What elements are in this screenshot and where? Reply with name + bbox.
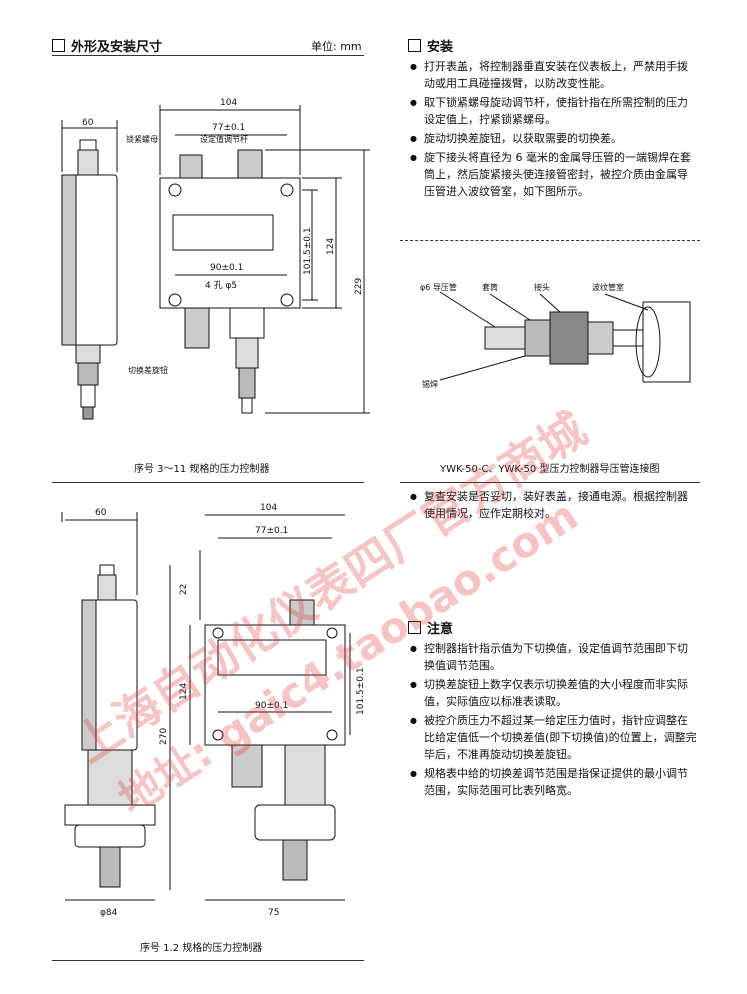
install-section-title: 安装	[408, 36, 453, 55]
caption-top: 序号 3～11 规格的压力控制器	[134, 464, 270, 475]
knob-label: 切换差旋钮	[128, 365, 168, 375]
divider	[400, 240, 700, 241]
top-drawing: 60 104 77±0.1 90±0.1 4 孔 φ5 101.5±0.1 12…	[61, 98, 370, 420]
notes-title: 注意	[427, 622, 454, 637]
dim-75: 75	[268, 908, 279, 918]
note-item: 规格表中给的切换差调节范围是指保证提供的最小调节范围，实际范围可比表列略宽。	[408, 765, 698, 799]
dim-1015: 101.5±0.1	[303, 227, 313, 275]
divider	[52, 960, 364, 961]
dim-90: 90±0.1	[210, 263, 243, 273]
dim-104-b: 104	[260, 503, 277, 513]
dim-84: φ84	[100, 908, 118, 918]
install-item: 取下锁紧螺母旋动调节杆，使指针指在所需控制的压力设定值上，拧紧锁紧螺母。	[408, 94, 698, 128]
dim-77: 77±0.1	[212, 123, 245, 133]
install-title: 安装	[427, 40, 454, 55]
weld-label: 锡焊	[422, 379, 438, 389]
notes-list: 控制器指针指示值为下切换值，设定值调节范围即下切换值调节范围。 切换差旋钮上数字…	[408, 640, 698, 801]
outline-title: 外形及安装尺寸	[71, 40, 163, 55]
install-item: 旋动切换差旋钮，以获取需要的切换差。	[408, 130, 698, 147]
outline-section-title: 外形及安装尺寸	[52, 36, 162, 55]
dim-1015-b: 101.5±0.1	[356, 667, 366, 715]
note-item: 被控介质压力不超过某一给定压力值时，指针应调整在比给定值低一个切换差值(即下切换…	[408, 712, 698, 763]
dim-124: 124	[326, 238, 336, 255]
dim-124-b: 124	[179, 683, 189, 700]
divider	[52, 482, 364, 483]
caption-bottom: 序号 1.2 规格的压力控制器	[140, 943, 263, 954]
holes-label: 4 孔 φ5	[205, 280, 237, 291]
window	[172, 214, 274, 251]
dim-90-b: 90±0.1	[255, 701, 288, 711]
install-extra-item: 复查安装是否妥切，装好表盖，接通电源。根据控制器使用情况，应作定期校对。	[408, 488, 698, 522]
bellows-label: 波纹管室	[592, 282, 624, 292]
set-rod-label: 设定值调节杆	[200, 134, 248, 144]
notes-section-title: 注意	[408, 618, 453, 637]
note-item: 切换差旋钮上数字仅表示切换差值的大小程度而非实际值，实际值应以标准表读取。	[408, 676, 698, 710]
diagram-caption: YWK-50-C、YWK-50 型压力控制器导压管连接图	[440, 464, 660, 475]
connection-diagram: φ6 导压管 套筒 接头 波纹管室 锡焊	[420, 282, 691, 389]
joint-label: 接头	[534, 282, 550, 292]
unit-label: 单位: mm	[311, 40, 362, 53]
install-item: 打开表盖，将控制器垂直安装在仪表板上，严禁用手拨动或用工具碰撞拨臂，以防改变性能…	[408, 58, 698, 92]
pipe-label: φ6 导压管	[420, 282, 457, 292]
checkbox-icon	[408, 621, 421, 634]
lock-nut-label: 锁紧螺母	[126, 134, 158, 144]
divider	[400, 482, 700, 483]
install-item: 旋下接头将直径为 6 毫米的金属导压管的一端锡焊在套筒上，然后旋紧接头使连接管密…	[408, 149, 698, 200]
dim-104: 104	[220, 98, 237, 108]
dim-60-b: 60	[95, 508, 107, 518]
checkbox-icon	[408, 39, 421, 52]
dim-229: 229	[354, 278, 364, 295]
install-list: 打开表盖，将控制器垂直安装在仪表板上，严禁用手拨动或用工具碰撞拨臂，以防改变性能…	[408, 58, 698, 202]
checkbox-icon	[52, 39, 65, 52]
divider	[52, 55, 364, 56]
sleeve-label: 套筒	[482, 282, 498, 292]
note-item: 控制器指针指示值为下切换值，设定值调节范围即下切换值调节范围。	[408, 640, 698, 674]
dim-77-b: 77±0.1	[255, 526, 288, 536]
dim-270: 270	[159, 728, 169, 745]
dim-60: 60	[82, 118, 94, 128]
install-extra: 复查安装是否妥切，装好表盖，接通电源。根据控制器使用情况，应作定期校对。	[408, 488, 698, 524]
bottom-drawing: 60 104 77±0.1 90±0.1 22 124 270 101.5±0.…	[61, 503, 366, 918]
dim-22: 22	[179, 584, 189, 595]
